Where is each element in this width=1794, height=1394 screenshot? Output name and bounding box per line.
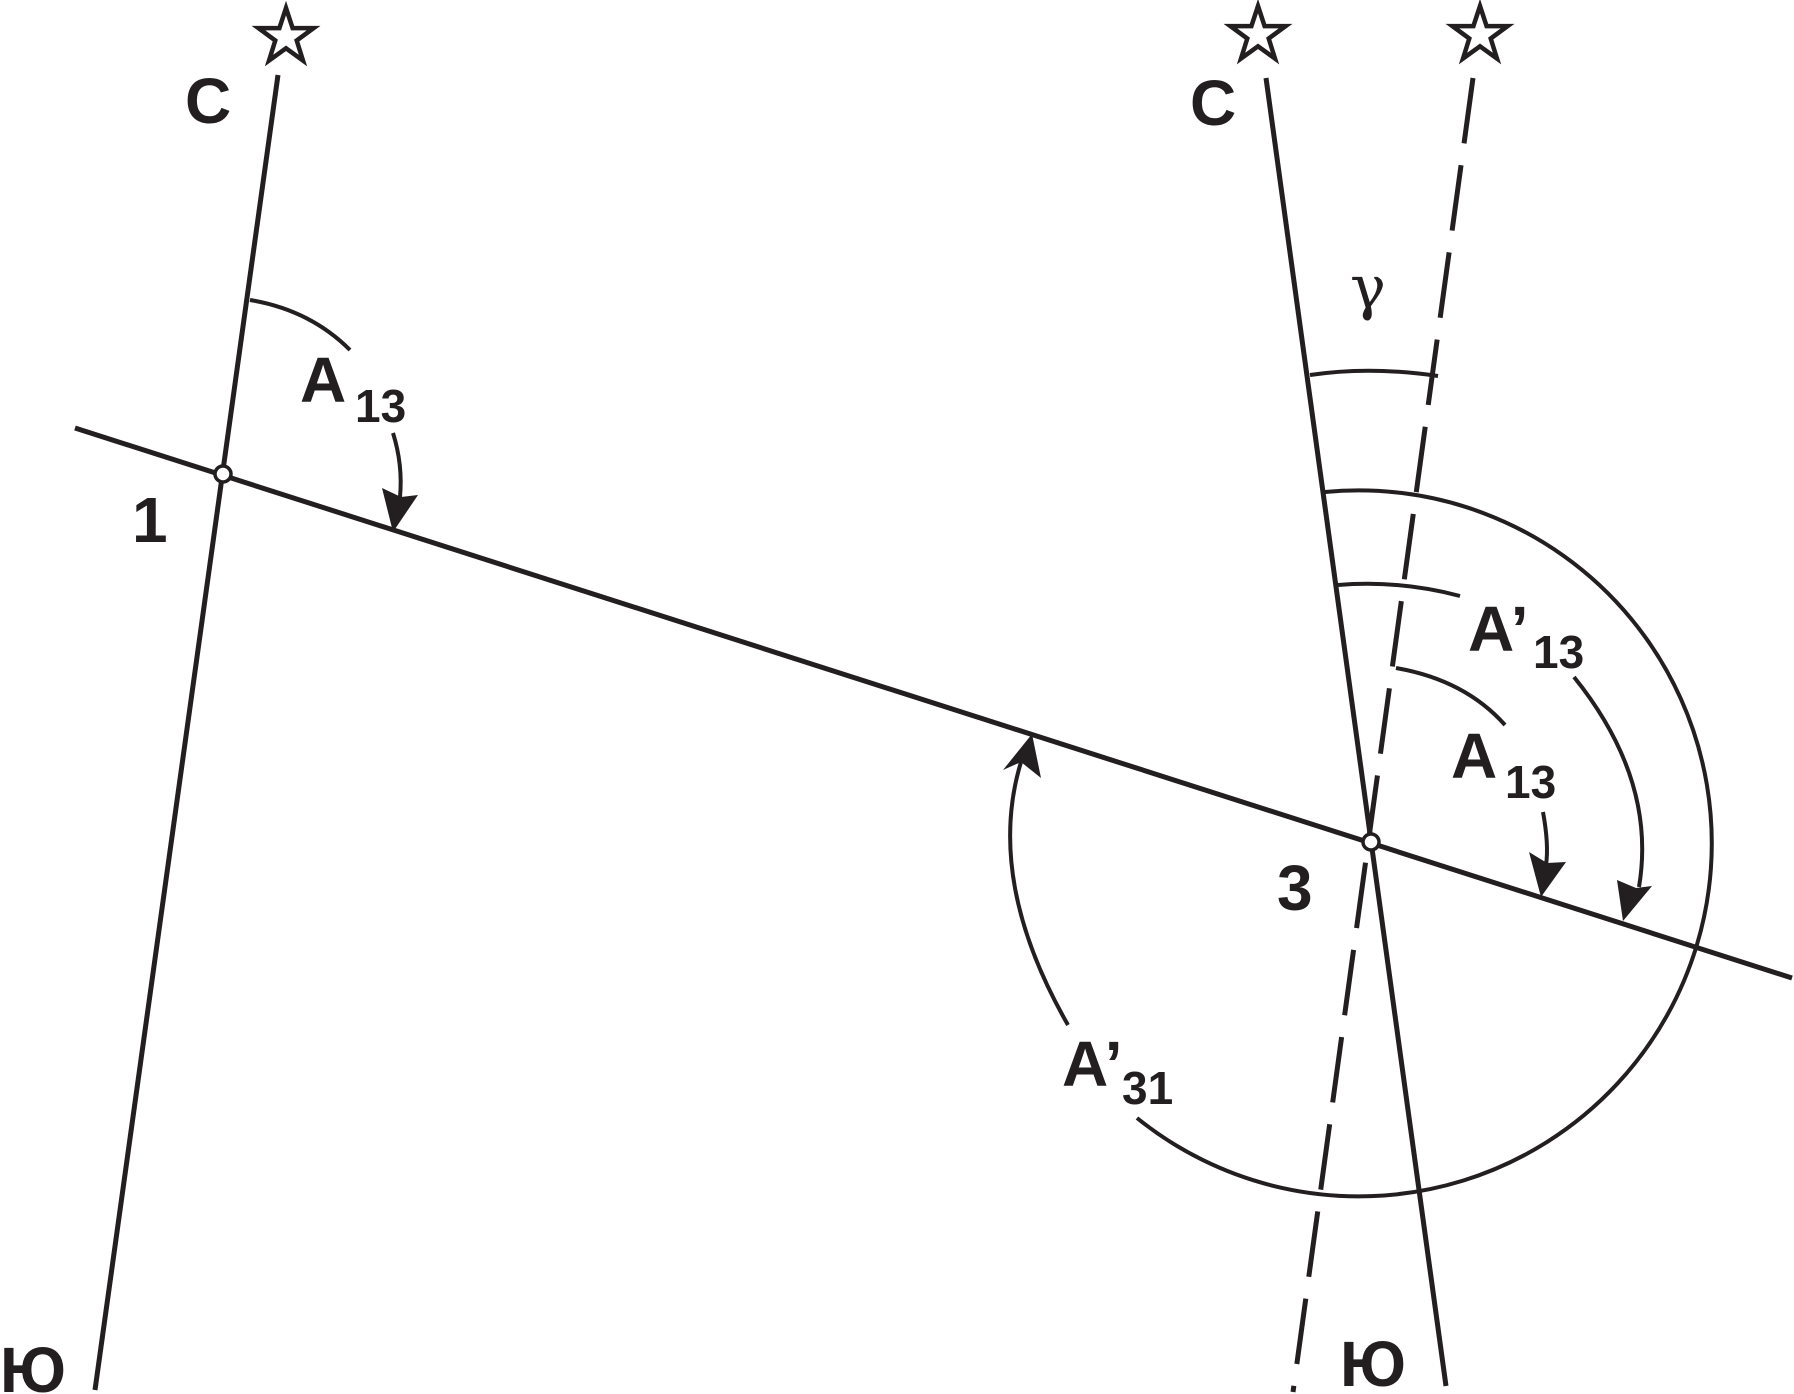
- star-icon: [251, 0, 321, 67]
- angle-arc-a13-prime-start: [1337, 581, 1461, 598]
- north-label-left: С: [185, 65, 231, 137]
- angle-arrow-a13-right: [1541, 811, 1549, 866]
- angle-arrow-a13-prime: [1572, 675, 1645, 888]
- angle-arc-a13-right: [1395, 666, 1507, 727]
- angle-label-a13-left: A 13: [300, 344, 406, 432]
- gamma-arc: [1309, 368, 1439, 378]
- point-3-marker: [1361, 832, 1381, 852]
- svg-text:A’: A’: [1062, 1028, 1122, 1100]
- north-label-right: С: [1190, 67, 1236, 139]
- gamma-label: γ: [1350, 253, 1386, 323]
- angle-arrow-a13-left: [391, 432, 403, 498]
- star-icon: [1223, 0, 1293, 65]
- point-1-label: 1: [132, 484, 168, 556]
- angle-label-a31-prime: A’ 31: [1062, 1028, 1173, 1114]
- svg-text:A: A: [1451, 720, 1497, 792]
- line-1-3: [74, 425, 1793, 981]
- angle-arc-a31-prime-circle: [1135, 488, 1714, 1199]
- point-1-marker: [213, 464, 233, 484]
- svg-text:31: 31: [1122, 1062, 1173, 1114]
- grid-meridian-dashed-line: [1290, 77, 1476, 1393]
- svg-text:A’: A’: [1468, 593, 1528, 665]
- svg-text:13: 13: [1505, 756, 1556, 808]
- arrow-head-a13-right: [1529, 852, 1566, 897]
- svg-text:13: 13: [355, 380, 406, 432]
- angle-label-a13-prime: A’ 13: [1468, 593, 1584, 678]
- angle-label-a13-right: A 13: [1451, 720, 1556, 808]
- angle-arrow-a31-prime: [1008, 761, 1070, 1026]
- point-3-label: 3: [1277, 852, 1313, 924]
- arrow-head-a13-left: [382, 488, 418, 532]
- meridian-line-point-3: [1263, 77, 1449, 1387]
- angle-arc-a13-left: [249, 298, 352, 352]
- south-label-right: Ю: [1340, 1328, 1406, 1394]
- svg-text:A: A: [300, 344, 346, 416]
- south-label-left: Ю: [0, 1334, 66, 1394]
- star-icon: [1445, 0, 1515, 65]
- arrow-head-a31-prime: [1003, 734, 1041, 778]
- svg-text:13: 13: [1533, 626, 1584, 678]
- arrow-head-a13-prime: [1617, 880, 1652, 921]
- meridian-line-point-1: [92, 74, 281, 1391]
